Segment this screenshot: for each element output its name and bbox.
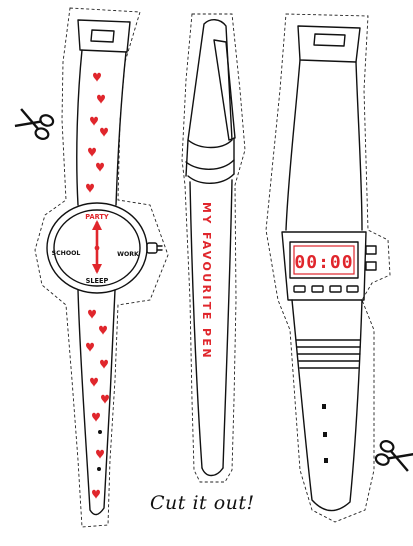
- watch-case: [281, 231, 367, 301]
- pen: MY FAVOURITE PEN: [181, 13, 246, 483]
- side-button-bottom: [365, 261, 377, 271]
- dial-label-bottom: SLEEP: [86, 277, 109, 285]
- pen-clip: [213, 39, 236, 141]
- heart-icon: [96, 449, 104, 459]
- dial-label-right: WORK: [117, 251, 139, 258]
- upper-strap: [76, 49, 127, 206]
- watch-dial: [53, 209, 141, 287]
- heart-icon: [92, 489, 100, 499]
- heart-icon: [96, 162, 104, 172]
- heart-icon: [88, 147, 96, 157]
- strap-holes: [322, 404, 328, 463]
- heart-icon: [99, 325, 107, 335]
- strap-hearts-lower: [86, 309, 109, 499]
- digital-watch: 00:00: [265, 13, 391, 523]
- heart-icon: [90, 116, 98, 126]
- pen-cap: [187, 19, 233, 149]
- strap-holes: [97, 430, 102, 471]
- heart-icon: [100, 359, 108, 369]
- dial-label-top: PARTY: [85, 213, 109, 221]
- pen-cut-line: [181, 13, 246, 483]
- analog-watch: PARTY SCHOOL WORK SLEEP: [34, 7, 169, 528]
- hand-arrow-bottom: [92, 264, 102, 274]
- upper-strap: [285, 59, 363, 231]
- pen-label: MY FAVOURITE PEN: [200, 202, 213, 360]
- pen-tip: [201, 467, 224, 477]
- heart-icon: [97, 94, 105, 104]
- strap-ribs: [295, 339, 361, 369]
- pen-barrel: [189, 179, 233, 469]
- lower-strap: [77, 289, 116, 516]
- heart-icon: [101, 394, 109, 404]
- dial-label-left: SCHOOL: [52, 250, 81, 257]
- heart-icon: [92, 412, 100, 422]
- scissors-icon: [14, 108, 55, 140]
- hand-arrow-top: [92, 220, 102, 230]
- scissors-icon: [374, 440, 413, 472]
- digital-time: 00:00: [294, 252, 353, 273]
- heart-icon: [90, 377, 98, 387]
- caption: Cut it out!: [150, 492, 255, 514]
- buckle: [297, 25, 361, 63]
- heart-icon: [100, 127, 108, 137]
- lower-strap: [291, 299, 363, 512]
- heart-icon: [86, 342, 94, 352]
- heart-icon: [93, 72, 101, 82]
- analog-watch-cut-line: [34, 7, 169, 528]
- watch-bottom-buttons: [293, 285, 359, 293]
- watch-crown: [146, 242, 158, 254]
- side-button-top: [365, 245, 377, 255]
- heart-icon: [88, 309, 96, 319]
- heart-icon: [86, 183, 94, 193]
- watch-screen: [289, 241, 359, 279]
- buckle: [77, 19, 131, 53]
- strap-hearts-upper: [86, 72, 108, 193]
